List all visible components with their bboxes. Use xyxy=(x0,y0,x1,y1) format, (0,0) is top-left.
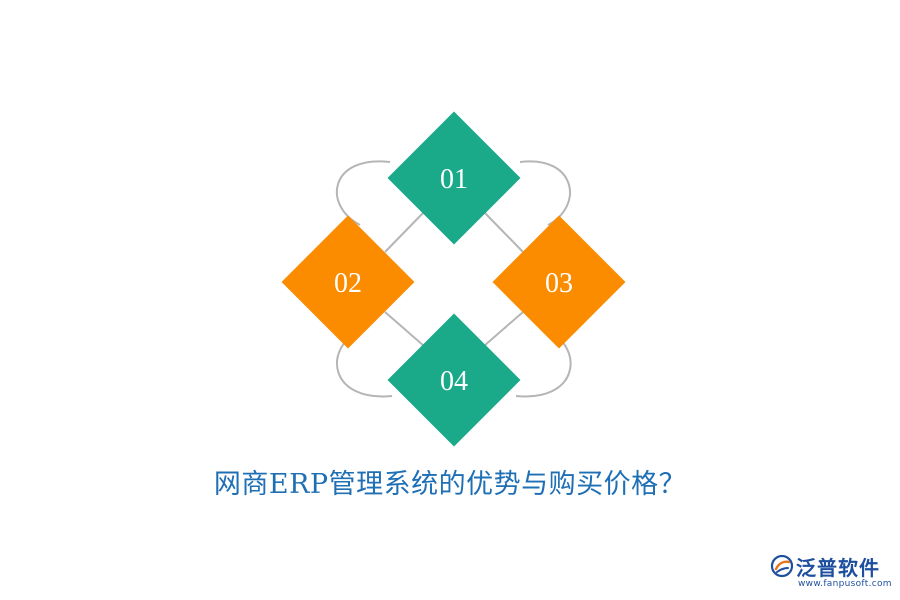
diamond-04-label: 04 xyxy=(440,366,468,397)
connector-inner-br xyxy=(483,311,524,347)
diamond-03-label: 03 xyxy=(545,268,573,299)
brand-url: www.fanpusoft.com xyxy=(798,579,892,589)
diamond-01-label: 01 xyxy=(440,164,468,195)
diamond-02-label: 02 xyxy=(334,268,362,299)
diamond-01: 01 xyxy=(387,111,521,245)
brand-logo-icon xyxy=(770,554,794,578)
connector-inner-tl xyxy=(384,211,425,253)
diamond-03: 03 xyxy=(492,215,626,349)
connector-top-right xyxy=(519,160,571,226)
connector-top-left xyxy=(335,160,391,226)
page-title: 网商ERP管理系统的优势与购买价格？ xyxy=(213,469,687,500)
connector-inner-bl xyxy=(384,311,425,347)
brand-name: 泛普软件 xyxy=(796,556,880,580)
diamond-04: 04 xyxy=(387,313,521,447)
brand-watermark: 泛普软件 www.fanpusoft.com xyxy=(770,552,895,596)
connector-inner-tr xyxy=(483,211,524,253)
diamond-02: 02 xyxy=(281,215,415,349)
